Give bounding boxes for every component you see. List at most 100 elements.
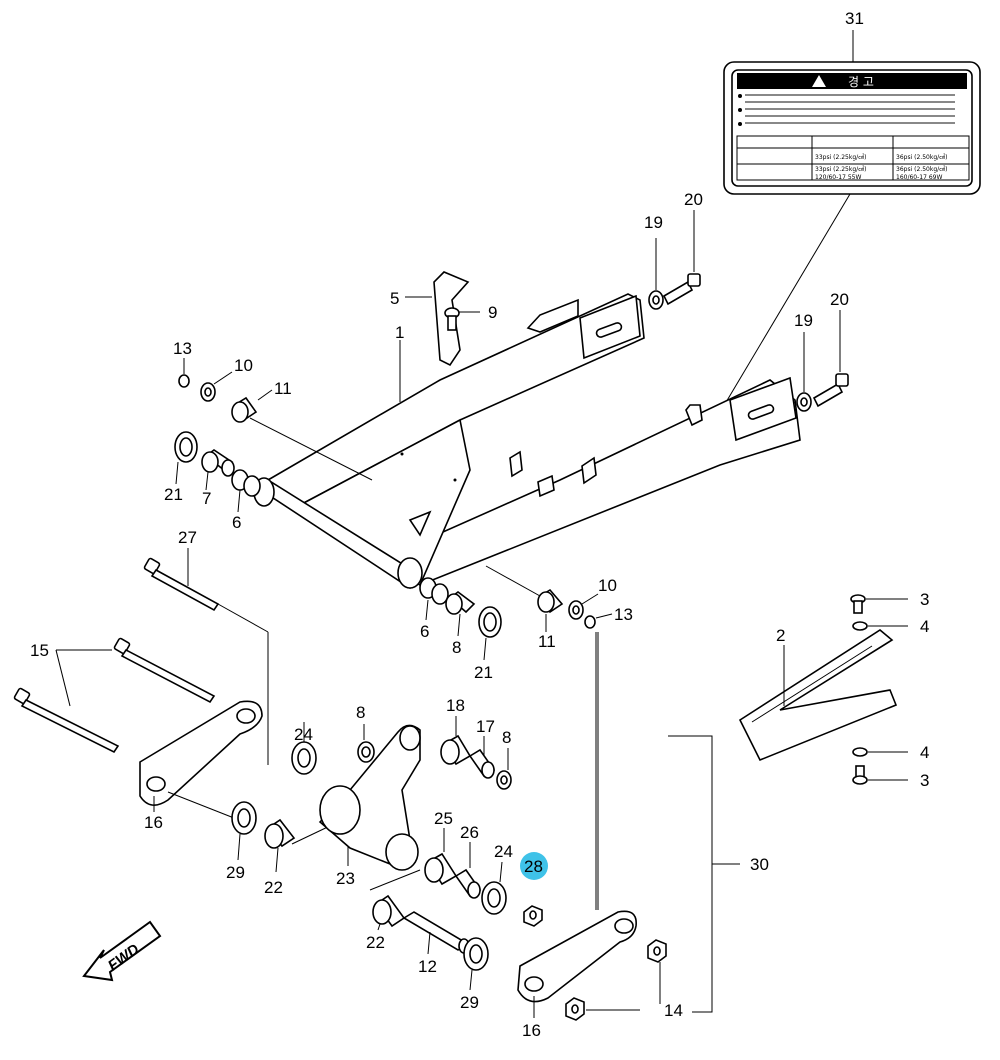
- callout-3-lower[interactable]: 3: [920, 771, 929, 790]
- pin-part-12: [402, 911, 470, 955]
- washer-part-29-upper: [231, 801, 257, 861]
- callout-8-upper[interactable]: 8: [452, 638, 461, 657]
- callout-27[interactable]: 27: [178, 528, 197, 547]
- callout-15[interactable]: 15: [30, 641, 49, 660]
- washer-part-24-upper: [291, 722, 317, 775]
- collar-part-8-upper: [445, 591, 476, 637]
- rocker-part-23: [318, 724, 421, 871]
- nut-part-28[interactable]: [523, 905, 543, 927]
- collar-part-26: [454, 842, 482, 899]
- nut-part-14-lower: [565, 962, 661, 1021]
- collar-part-17: [468, 736, 496, 779]
- callout-11-upper[interactable]: 11: [274, 379, 292, 398]
- callout-22-lower[interactable]: 22: [366, 933, 385, 952]
- label-31-row-a2: 36psi (2.50kg/㎠): [896, 153, 948, 161]
- label-31-row-b2: 36psi (2.50kg/㎠): [896, 165, 948, 173]
- callout-14[interactable]: 14: [664, 1001, 683, 1020]
- callout-6-lower[interactable]: 6: [420, 622, 429, 641]
- hook-part-5: [405, 271, 470, 367]
- callout-21-upper[interactable]: 21: [164, 485, 183, 504]
- bearing-part-6-lower: [419, 577, 449, 621]
- washer-part-19-upper: [648, 238, 664, 310]
- nut-part-14-upper: [647, 939, 667, 963]
- washer-part-10-upper: [200, 371, 233, 402]
- callout-13-upper[interactable]: 13: [173, 339, 192, 358]
- washer-part-4-lower: [852, 747, 908, 757]
- washer-part-21-upper: [174, 431, 198, 485]
- callout-29-upper[interactable]: 29: [226, 863, 245, 882]
- callout-24-upper[interactable]: 24: [294, 725, 313, 744]
- collar-part-7: [201, 449, 235, 491]
- bolt-part-9: [444, 307, 480, 331]
- part-28-highlight: [520, 852, 548, 880]
- callout-8-mid[interactable]: 8: [356, 703, 365, 722]
- label-31-row-b: 33psi (2.25kg/㎠): [815, 165, 867, 173]
- washer-part-24-lower: [481, 861, 507, 915]
- washer-part-21-lower: [478, 606, 502, 661]
- chain-guard-part-2: [738, 629, 898, 762]
- callout-30[interactable]: 30: [750, 855, 769, 874]
- callout-25[interactable]: 25: [434, 809, 453, 828]
- washer-part-10-lower: [568, 593, 599, 620]
- screw-part-3-lower: [852, 765, 908, 785]
- callout-28[interactable]: 28: [524, 857, 543, 876]
- swingarm-part-1: [253, 293, 801, 590]
- label-31-row-a: 33psi (2.25kg/㎠): [815, 153, 867, 161]
- callout-29-lower[interactable]: 29: [460, 993, 479, 1012]
- callout-9[interactable]: 9: [488, 303, 497, 322]
- collar-part-8-mid: [357, 724, 375, 763]
- callout-6-upper[interactable]: 6: [232, 513, 241, 532]
- collar-part-8-right: [496, 748, 512, 790]
- callout-10-upper[interactable]: 10: [234, 356, 253, 375]
- warning-label-part-31: 경 고 33psi (2.25kg/㎠) 36psi (2.50kg/㎠) 33…: [687, 30, 981, 467]
- washer-part-19-lower: [796, 332, 812, 412]
- callout-31[interactable]: 31: [845, 9, 864, 28]
- callout-13-lower[interactable]: 13: [614, 605, 633, 624]
- bearing-part-25: [424, 828, 458, 886]
- warning-triangle-icon: [812, 75, 826, 87]
- callout-22-upper[interactable]: 22: [264, 878, 283, 897]
- link-plate-part-16-upper: [139, 700, 263, 819]
- callout-8-right[interactable]: 8: [502, 728, 511, 747]
- label-31-tire-front: 120/60-17 55W: [815, 174, 861, 181]
- washer-part-13-lower: [584, 613, 613, 629]
- bearing-part-6-upper: [231, 469, 261, 513]
- callout-5[interactable]: 5: [390, 289, 399, 308]
- callout-3-upper[interactable]: 3: [920, 590, 929, 609]
- callout-1[interactable]: 1: [395, 323, 404, 342]
- callout-4-upper[interactable]: 4: [920, 617, 929, 636]
- washer-part-4-upper: [852, 621, 908, 631]
- callout-19-lower[interactable]: 19: [794, 311, 813, 330]
- label-31-title: 경 고: [848, 75, 874, 89]
- callout-16-lower[interactable]: 16: [522, 1021, 541, 1040]
- callout-10-lower[interactable]: 10: [598, 576, 617, 595]
- callout-7[interactable]: 7: [202, 489, 211, 508]
- label-31-tire-rear: 160/60-17 69W: [896, 174, 942, 181]
- callout-16-upper[interactable]: 16: [144, 813, 163, 832]
- forward-arrow-icon: FWD: [82, 920, 162, 982]
- callout-24-lower[interactable]: 24: [494, 842, 513, 861]
- washer-part-13-upper: [178, 358, 190, 388]
- callout-21-lower[interactable]: 21: [474, 663, 493, 682]
- bushing-part-11-lower: [485, 565, 564, 632]
- callout-12[interactable]: 12: [418, 957, 437, 976]
- callout-18[interactable]: 18: [446, 696, 465, 715]
- callout-4-lower[interactable]: 4: [920, 743, 929, 762]
- bolt-part-15-upper: [113, 637, 216, 704]
- callout-2[interactable]: 2: [776, 626, 785, 645]
- screw-part-3-upper: [850, 594, 908, 614]
- bearing-part-18: [440, 716, 472, 766]
- callout-11-lower[interactable]: 11: [538, 632, 556, 651]
- callout-17[interactable]: 17: [476, 717, 495, 736]
- bolt-part-27: [143, 548, 269, 765]
- callout-26[interactable]: 26: [460, 823, 479, 842]
- callout-23[interactable]: 23: [336, 869, 355, 888]
- bolt-part-20-lower: [812, 310, 849, 408]
- callout-20-upper[interactable]: 20: [684, 190, 703, 209]
- bearing-part-22-upper: [264, 818, 335, 873]
- callout-19-upper[interactable]: 19: [644, 213, 663, 232]
- link-plate-part-16-lower: [517, 632, 637, 1018]
- washer-part-29-lower: [463, 937, 489, 991]
- callout-20-lower[interactable]: 20: [830, 290, 849, 309]
